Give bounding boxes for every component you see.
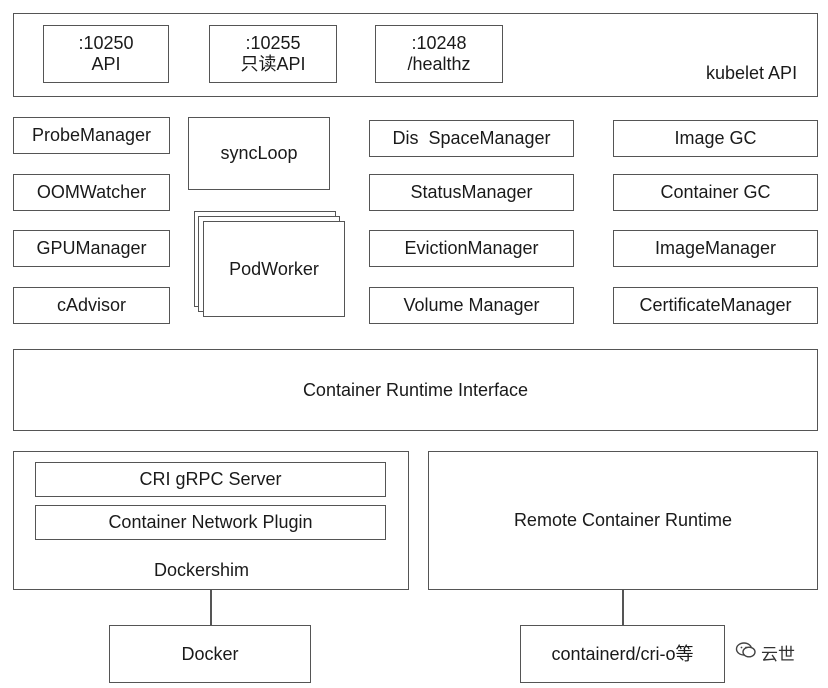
container-gc-box: Container GC: [613, 174, 818, 211]
image-manager-box: ImageManager: [613, 230, 818, 267]
cadvisor-box: cAdvisor: [13, 287, 170, 324]
containerd-box: containerd/cri-o等: [520, 625, 725, 683]
volume-manager-box: Volume Manager: [369, 287, 574, 324]
port-10248-number: :10248: [411, 33, 467, 54]
watermark-text: 云世: [761, 645, 795, 664]
remote-container-runtime-box: Remote Container Runtime: [428, 451, 818, 590]
oom-watcher-box: OOMWatcher: [13, 174, 170, 211]
port-10250-box: :10250 API: [43, 25, 169, 83]
remote-containerd-connector: [622, 590, 624, 625]
gpu-manager-box: GPUManager: [13, 230, 170, 267]
cri-grpc-server-box: CRI gRPC Server: [35, 462, 386, 497]
probe-manager-box: ProbeManager: [13, 117, 170, 154]
kubelet-api-label: kubelet API: [706, 63, 798, 83]
syncloop-box: syncLoop: [188, 117, 330, 190]
port-10248-box: :10248 /healthz: [375, 25, 503, 83]
port-10248-name: /healthz: [407, 54, 471, 74]
container-network-plugin-box: Container Network Plugin: [35, 505, 386, 540]
dockershim-label: Dockershim: [154, 560, 250, 580]
container-runtime-interface-box: Container Runtime Interface: [13, 349, 818, 431]
port-10255-box: :10255 只读API: [209, 25, 337, 83]
port-10250-name: API: [91, 54, 121, 74]
image-gc-box: Image GC: [613, 120, 818, 157]
eviction-manager-box: EvictionManager: [369, 230, 574, 267]
certificate-manager-box: CertificateManager: [613, 287, 818, 324]
dockershim-docker-connector: [210, 590, 212, 625]
status-manager-box: StatusManager: [369, 174, 574, 211]
port-10250-number: :10250: [78, 33, 134, 54]
port-10255-number: :10255: [245, 33, 301, 54]
port-10255-name: 只读API: [240, 54, 306, 74]
wechat-icon: [735, 641, 757, 664]
docker-box: Docker: [109, 625, 311, 683]
podworker-box: PodWorker: [203, 221, 345, 317]
watermark: 云世: [735, 640, 795, 665]
disk-space-manager-box: Dis SpaceManager: [369, 120, 574, 157]
